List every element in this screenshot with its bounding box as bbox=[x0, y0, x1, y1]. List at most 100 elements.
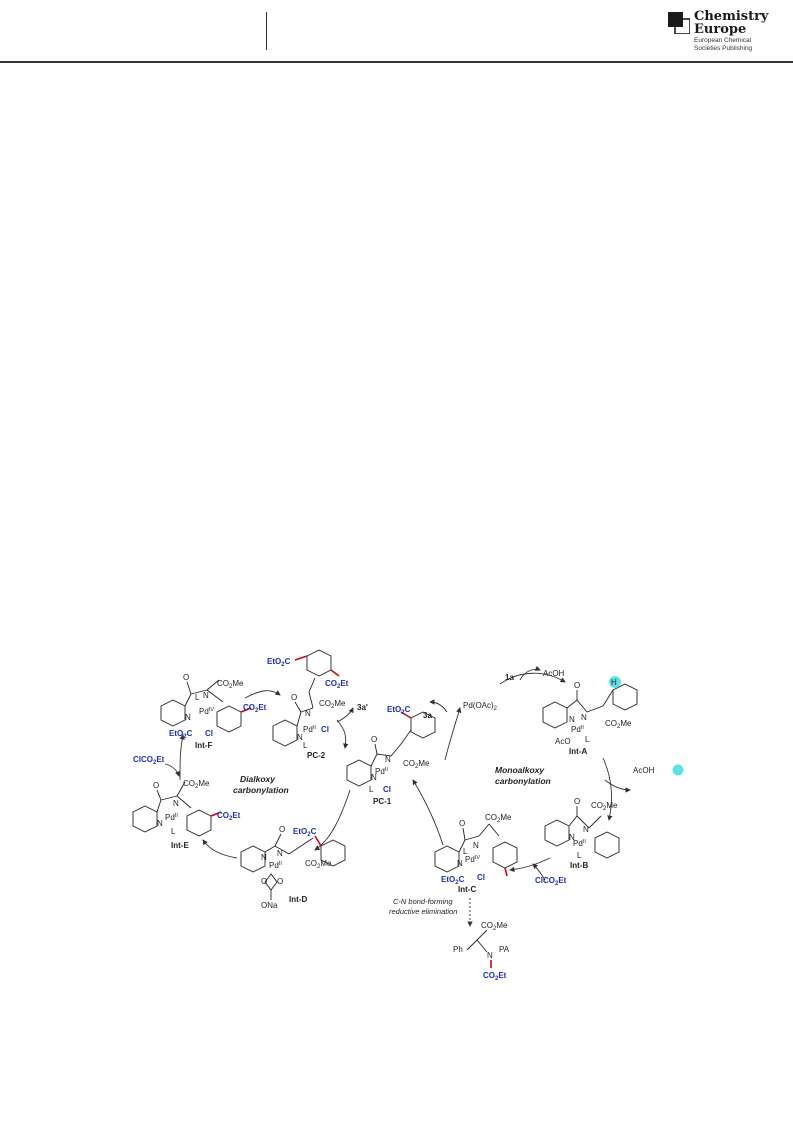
svg-text:AcOH: AcOH bbox=[633, 766, 655, 775]
arrow-intf-to-pc2 bbox=[244, 690, 281, 699]
svg-text:L: L bbox=[303, 741, 308, 750]
svg-text:Cl: Cl bbox=[321, 725, 329, 734]
arrow-3aprime-out bbox=[336, 707, 354, 723]
svg-text:Cl: Cl bbox=[477, 873, 485, 882]
svg-text:N: N bbox=[487, 951, 493, 960]
svg-text:PdII: PdII bbox=[573, 839, 586, 848]
arrow-intc-to-pc1 bbox=[412, 779, 444, 846]
svg-text:O: O bbox=[574, 797, 580, 806]
svg-text:PdII: PdII bbox=[303, 725, 316, 734]
logo-mark-icon bbox=[668, 12, 690, 34]
svg-text:Cl: Cl bbox=[205, 729, 213, 738]
svg-text:O: O bbox=[279, 825, 285, 834]
int-a-structure: O H CO2Me N N PdII AcO L Int-A bbox=[542, 676, 638, 756]
int-d-structure: O EtO2C CO2Me N N PdII O O ONa Int-D bbox=[240, 825, 346, 910]
cycle-arrows bbox=[164, 665, 631, 927]
logo-subtitle: European Chemical Societies Publishing bbox=[694, 37, 753, 52]
svg-text:N: N bbox=[261, 853, 267, 862]
svg-text:CO2Et: CO2Et bbox=[483, 971, 507, 982]
svg-text:Int-A: Int-A bbox=[569, 747, 587, 756]
clco2et-right: ClCO2Et bbox=[535, 876, 567, 887]
arrow-intb-to-intc bbox=[509, 857, 551, 873]
svg-text:C-N bond-forming: C-N bond-forming bbox=[393, 897, 453, 906]
svg-text:L: L bbox=[171, 827, 176, 836]
int-f-structure: O CO2Me CO2Et N N L PdIV EtO2C Cl Int-F bbox=[160, 673, 267, 750]
svg-text:CO2Me: CO2Me bbox=[183, 779, 210, 790]
svg-text:PC-1: PC-1 bbox=[373, 797, 392, 806]
svg-text:CO2Et: CO2Et bbox=[217, 811, 241, 822]
svg-text:PdII: PdII bbox=[571, 725, 584, 734]
svg-text:ONa: ONa bbox=[261, 901, 278, 910]
svg-text:O: O bbox=[574, 681, 580, 690]
arrow-3a-out bbox=[429, 699, 448, 713]
logo-title: Chemistry Europe bbox=[694, 9, 769, 37]
svg-text:PdII: PdII bbox=[375, 767, 388, 776]
svg-text:CO2Me: CO2Me bbox=[217, 679, 244, 690]
svg-text:AcO: AcO bbox=[555, 737, 571, 746]
svg-text:CO2Me: CO2Me bbox=[403, 759, 430, 770]
svg-text:Int-F: Int-F bbox=[195, 741, 212, 750]
svg-text:N: N bbox=[569, 715, 575, 724]
arrow-clco2et-in bbox=[532, 863, 546, 881]
arrow-inte-to-intf bbox=[179, 734, 185, 781]
svg-text:EtO2C: EtO2C bbox=[387, 705, 411, 716]
svg-text:N: N bbox=[185, 713, 191, 722]
monoalkoxy-label-1: Monoalkoxy bbox=[495, 765, 545, 775]
svg-text:N: N bbox=[203, 691, 209, 700]
int-e-structure: O CO2Me CO2Et N N PdII L Int-E bbox=[132, 779, 241, 850]
reductive-elimination: C-N bond-forming reductive elimination bbox=[389, 897, 457, 916]
svg-text:CO2Et: CO2Et bbox=[325, 679, 349, 690]
monoalkoxy-label-2: carbonylation bbox=[495, 776, 551, 786]
svg-text:O: O bbox=[371, 735, 377, 744]
reagent-1a: 1a bbox=[505, 673, 514, 682]
svg-text:CO2Me: CO2Me bbox=[591, 801, 618, 812]
pc-2-structure: O EtO2C CO2Et CO2Me N N PdII Cl L PC-2 bbox=[267, 649, 349, 760]
svg-text:PdIV: PdIV bbox=[199, 707, 214, 716]
reagent-3a-prime: 3a' bbox=[357, 703, 368, 712]
dialkoxy-label-2: carbonylation bbox=[233, 785, 289, 795]
svg-text:N: N bbox=[473, 841, 479, 850]
svg-text:N: N bbox=[385, 755, 391, 764]
svg-text:PdII: PdII bbox=[269, 861, 282, 870]
svg-text:reductive elimination: reductive elimination bbox=[389, 907, 457, 916]
clco2et-left: ClCO2Et bbox=[133, 755, 165, 766]
svg-text:N: N bbox=[277, 849, 283, 858]
dialkoxy-label-1: Dialkoxy bbox=[240, 774, 276, 784]
pd-oac2: Pd(OAc)2 bbox=[463, 701, 498, 712]
svg-text:L: L bbox=[577, 851, 582, 860]
svg-text:PdIV: PdIV bbox=[465, 855, 480, 864]
header-divider bbox=[266, 12, 267, 50]
svg-text:N: N bbox=[581, 713, 587, 722]
chemistry-europe-logo: Chemistry Europe European Chemical Socie… bbox=[668, 10, 788, 54]
svg-text:PA: PA bbox=[499, 945, 510, 954]
product-structure: Ph CO2Me N PA CO2Et bbox=[453, 921, 510, 982]
arrow-pc1-to-intd bbox=[314, 789, 351, 851]
svg-text:Pd(OAc)2: Pd(OAc)2 bbox=[463, 701, 498, 712]
acoh-highlight: AcOH bbox=[633, 764, 684, 776]
arrow-inta-to-intb bbox=[602, 757, 613, 821]
svg-text:N: N bbox=[457, 859, 463, 868]
page-header: Chemistry Europe European Chemical Socie… bbox=[0, 0, 793, 64]
svg-text:CO2Me: CO2Me bbox=[481, 921, 508, 932]
arrow-acoh-out bbox=[519, 665, 541, 681]
svg-text:Cl: Cl bbox=[383, 785, 391, 794]
svg-text:O: O bbox=[183, 673, 189, 682]
svg-text:CO2Me: CO2Me bbox=[305, 859, 332, 870]
svg-text:N: N bbox=[157, 819, 163, 828]
arrow-pd-to-inta bbox=[499, 672, 566, 685]
reagent-3a: 3a bbox=[423, 711, 432, 720]
catalytic-cycle-scheme: Dialkoxy carbonylation Monoalkoxy carbon… bbox=[132, 649, 684, 982]
svg-text:N: N bbox=[297, 733, 303, 742]
svg-text:L: L bbox=[195, 693, 200, 702]
svg-text:N: N bbox=[173, 799, 179, 808]
header-rule bbox=[0, 61, 793, 63]
svg-text:L: L bbox=[463, 847, 468, 856]
arrow-intd-to-inte bbox=[202, 839, 238, 859]
svg-text:H: H bbox=[611, 678, 617, 687]
arrow-pc2-to-pc1 bbox=[336, 719, 349, 749]
svg-text:Int-B: Int-B bbox=[570, 861, 588, 870]
svg-text:O: O bbox=[153, 781, 159, 790]
svg-text:EtO2C: EtO2C bbox=[267, 657, 291, 668]
pc-1-structure: O EtO2C CO2Me N N PdII L Cl PC-1 bbox=[346, 705, 436, 806]
svg-text:O: O bbox=[261, 877, 267, 886]
